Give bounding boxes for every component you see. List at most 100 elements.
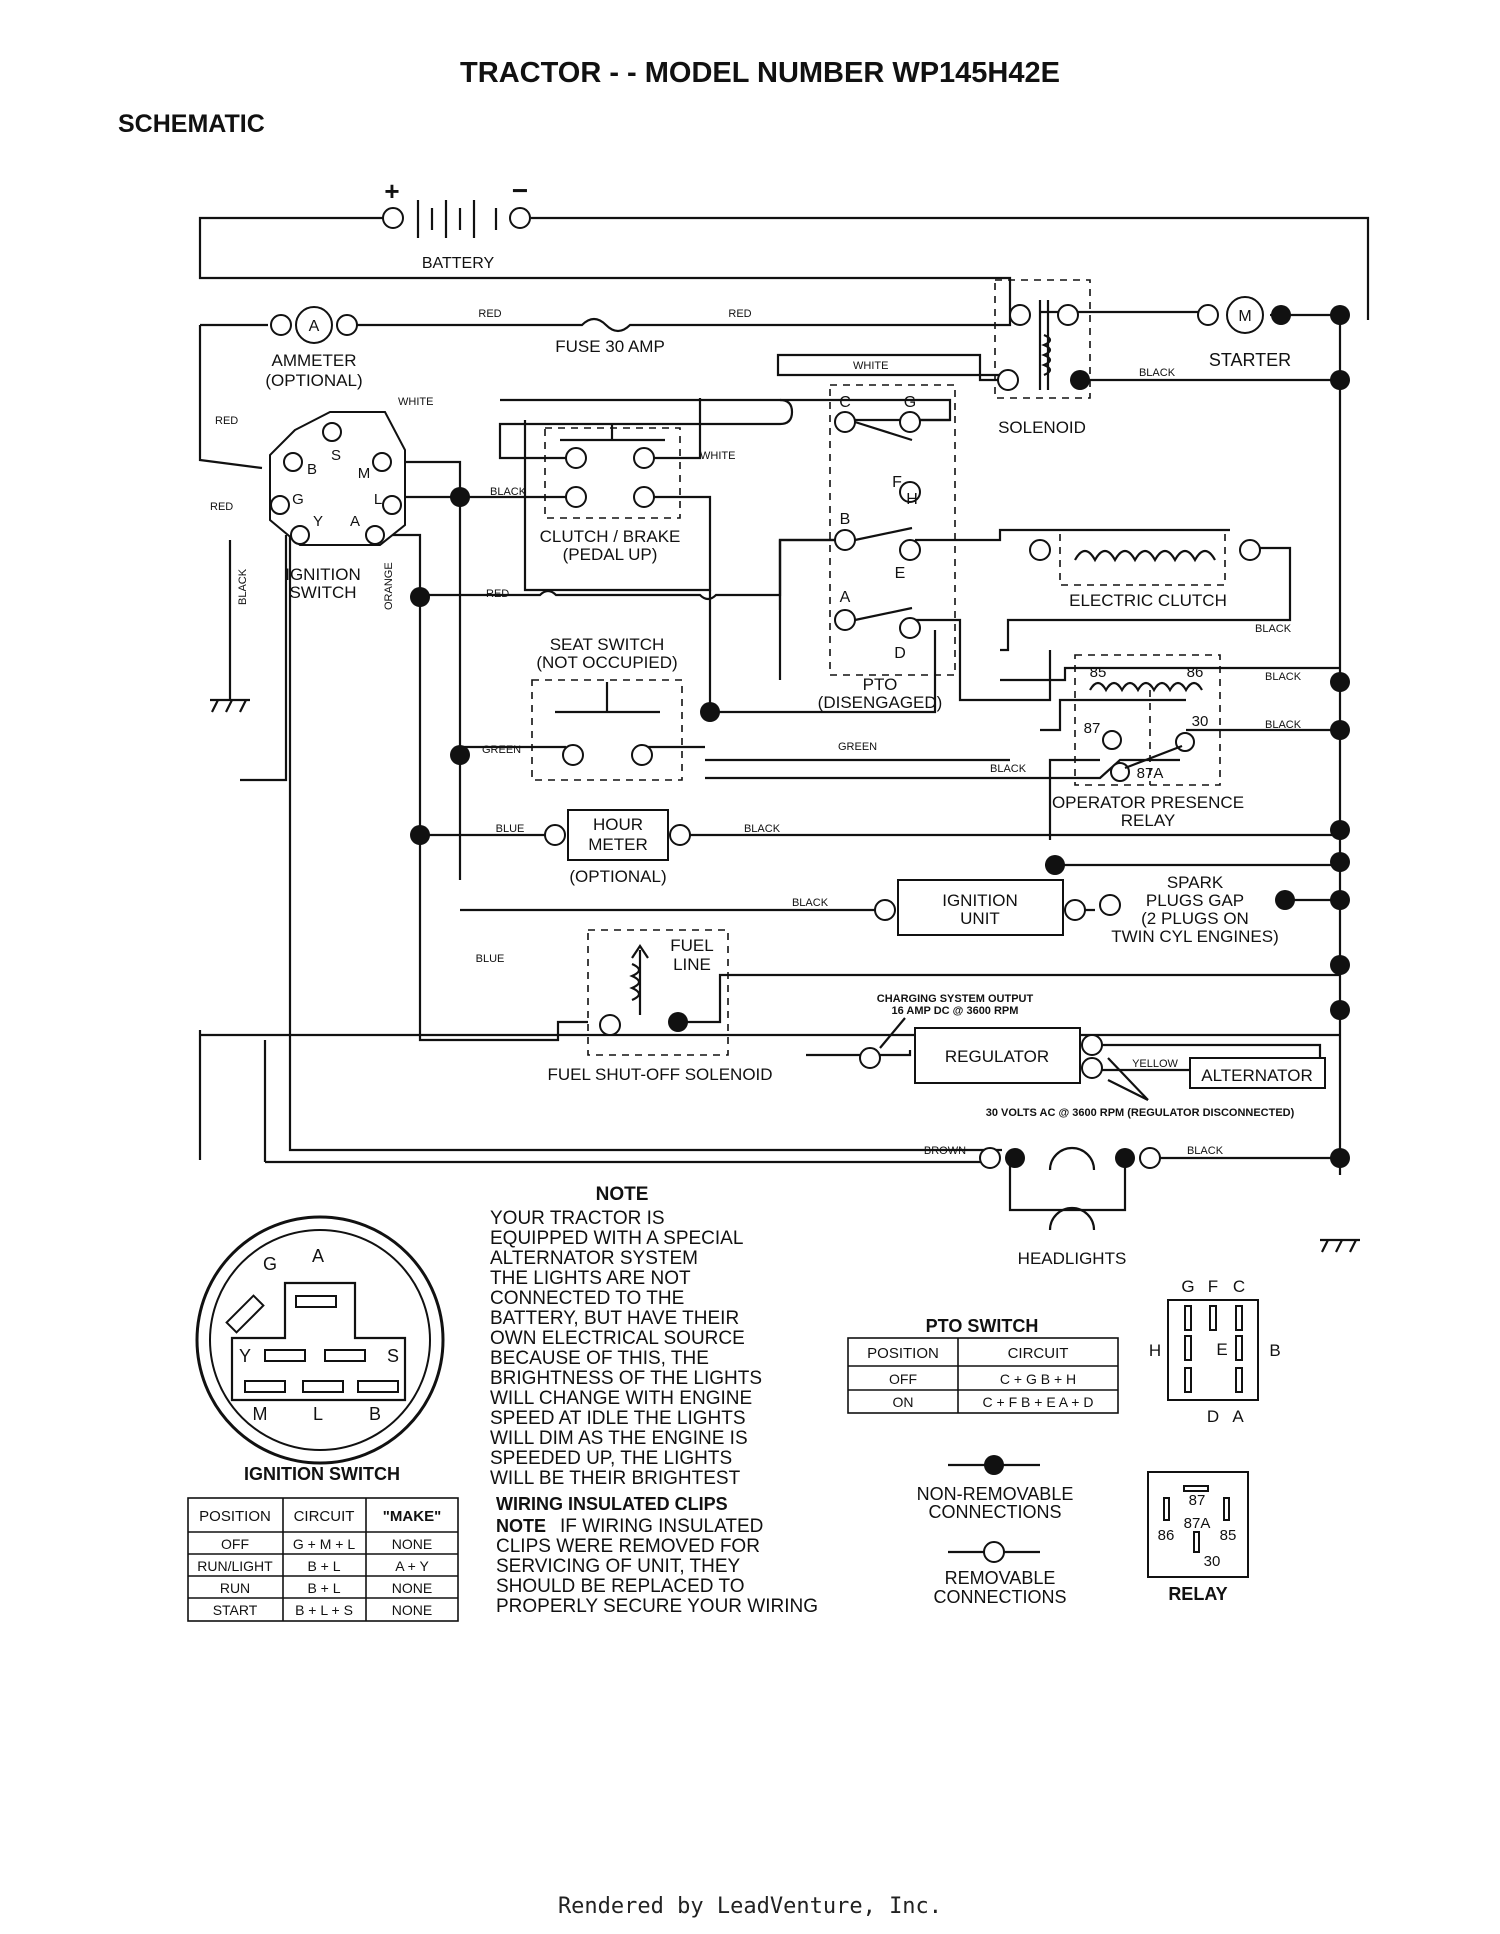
relay-term-86: 86: [1187, 664, 1204, 681]
battery-plus: +: [384, 176, 399, 206]
wire-white-2: WHITE: [700, 450, 735, 462]
clips-line: PROPERLY SECURE YOUR WIRING: [496, 1596, 818, 1617]
pto-label-1: PTO: [863, 675, 898, 694]
charging-label-2: 16 AMP DC @ 3600 RPM: [892, 1005, 1019, 1017]
starter: M STARTER: [1197, 296, 1291, 370]
note-line: BECAUSE OF THIS, THE: [490, 1348, 709, 1369]
electric-clutch-label: ELECTRIC CLUTCH: [1069, 591, 1227, 610]
clips-heading: WIRING INSULATED CLIPS: [496, 1494, 728, 1514]
ign-face-y: Y: [239, 1346, 251, 1366]
spark-label-1: SPARK: [1167, 873, 1224, 892]
operator-presence-relay: 85 86 87 30 87A OPERATOR PRESENCE RELAY: [1052, 654, 1244, 830]
battery-minus: −: [512, 175, 528, 206]
pto-th-circuit: CIRCUIT: [1008, 1345, 1069, 1362]
relay-term-85: 85: [1090, 664, 1107, 681]
wire-white-3: WHITE: [853, 360, 888, 372]
wire-black-solenoid: BLACK: [1139, 367, 1176, 379]
alternator-label: ALTERNATOR: [1201, 1066, 1312, 1085]
wire-blue-1: BLUE: [496, 823, 525, 835]
wire-black-relay-1: BLACK: [990, 763, 1027, 775]
pto-face-d: D: [1207, 1407, 1219, 1426]
table-cell: A + Y: [395, 1558, 429, 1574]
pto-face-e: E: [1216, 1340, 1227, 1359]
seat-switch-label-2: (NOT OCCUPIED): [536, 653, 677, 672]
fuel-line-label-2: LINE: [673, 955, 711, 974]
table-cell: B + L: [307, 1580, 340, 1596]
regulator-label: REGULATOR: [945, 1047, 1049, 1066]
alternator: ALTERNATOR 30 VOLTS AC @ 3600 RPM (REGUL…: [986, 1057, 1326, 1119]
headlights: HEADLIGHTS: [979, 1146, 1161, 1268]
starter-label: STARTER: [1209, 350, 1291, 370]
wire-brown: BROWN: [924, 1145, 966, 1157]
table-cell: RUN/LIGHT: [197, 1558, 273, 1574]
ground-symbol-right: [1320, 1238, 1360, 1253]
clips-line: CLIPS WERE REMOVED FOR: [496, 1536, 760, 1557]
clutch-brake-label-2: (PEDAL UP): [563, 545, 658, 564]
table-cell: NONE: [392, 1602, 432, 1618]
legend-nonremovable-1: NON-REMOVABLE: [917, 1484, 1074, 1504]
ign-th-circuit: CIRCUIT: [294, 1508, 355, 1525]
ign-term-s: S: [331, 447, 341, 464]
legend-nonremovable-2: CONNECTIONS: [928, 1502, 1061, 1522]
junction-dots-left: [410, 487, 720, 845]
ammeter-optional: (OPTIONAL): [265, 371, 362, 390]
note-line: OWN ELECTRICAL SOURCE: [490, 1328, 745, 1349]
opr-label-1: OPERATOR PRESENCE: [1052, 793, 1244, 812]
hour-meter-optional: (OPTIONAL): [569, 867, 666, 886]
hour-meter: HOUR METER (OPTIONAL): [544, 809, 691, 886]
table-cell: ON: [893, 1394, 914, 1410]
wire-red-5: RED: [486, 588, 509, 600]
relay-face-title: RELAY: [1168, 1584, 1227, 1604]
pto-term-a: A: [840, 589, 851, 606]
ign-face-l: L: [313, 1404, 323, 1424]
relay-term-30: 30: [1192, 713, 1209, 730]
note-line: THE LIGHTS ARE NOT: [490, 1268, 691, 1289]
ign-term-l: L: [374, 491, 382, 508]
note-line: WILL DIM AS THE ENGINE IS: [490, 1428, 748, 1449]
starter-symbol: M: [1238, 308, 1251, 325]
ignition-unit-label-1: IGNITION: [942, 891, 1018, 910]
electric-clutch: ELECTRIC CLUTCH: [1029, 529, 1261, 610]
page-title: TRACTOR - - MODEL NUMBER WP145H42E: [460, 57, 1060, 89]
solenoid: SOLENOID: [994, 279, 1091, 437]
table-cell: B + L + S: [295, 1602, 353, 1618]
table-cell: RUN: [220, 1580, 250, 1596]
wire-red-4: RED: [210, 501, 233, 513]
battery: + − BATTERY: [382, 175, 531, 272]
pto-term-e: E: [895, 565, 906, 582]
seat-switch-label-1: SEAT SWITCH: [550, 635, 665, 654]
wire-yellow: YELLOW: [1132, 1058, 1178, 1070]
wire-black-ignunit: BLACK: [792, 897, 829, 909]
pto-label-2: (DISENGAGED): [818, 693, 943, 712]
table-cell: NONE: [392, 1580, 432, 1596]
ign-face-b: B: [369, 1404, 381, 1424]
clutch-brake-switch: CLUTCH / BRAKE (PEDAL UP): [540, 425, 681, 564]
ignition-switch-face: G A Y S M L B: [195, 1215, 445, 1465]
note-line: CONNECTED TO THE: [490, 1288, 684, 1309]
ign-face-s: S: [387, 1346, 399, 1366]
ign-term-y: Y: [313, 513, 323, 530]
alt-volts-label: 30 VOLTS AC @ 3600 RPM (REGULATOR DISCON…: [986, 1107, 1295, 1119]
wire-black-clutch: BLACK: [490, 486, 527, 498]
pto-term-c: C: [839, 394, 851, 411]
pto-term-g: G: [904, 394, 916, 411]
pto-face-b: B: [1269, 1341, 1280, 1360]
pto-th-position: POSITION: [867, 1345, 939, 1362]
wire-black-headlights: BLACK: [1187, 1145, 1224, 1157]
ignition-switch-table: IGNITION SWITCH POSITION CIRCUIT "MAKE" …: [187, 1464, 459, 1622]
seat-switch: SEAT SWITCH (NOT OCCUPIED): [531, 635, 683, 781]
ign-face-g: G: [263, 1254, 277, 1274]
table-cell: OFF: [221, 1536, 249, 1552]
pto-switch-face: G F C H E B D A: [1149, 1277, 1281, 1426]
wire-red-3: RED: [215, 415, 238, 427]
ign-th-make: "MAKE": [383, 1508, 441, 1525]
note-line: ALTERNATOR SYSTEM: [490, 1248, 698, 1269]
clips-line: IF WIRING INSULATED: [560, 1516, 763, 1537]
fuel-shutoff-solenoid: FUEL LINE FUEL SHUT-OFF SOLENOID: [547, 929, 773, 1084]
clips-line: SERVICING OF UNIT, THEY: [496, 1556, 741, 1577]
pto-face-a: A: [1232, 1407, 1244, 1426]
clutch-brake-label-1: CLUTCH / BRAKE: [540, 527, 681, 546]
ign-term-g: G: [292, 491, 304, 508]
wire-blue-2: BLUE: [476, 953, 505, 965]
ammeter-symbol: A: [309, 318, 320, 335]
